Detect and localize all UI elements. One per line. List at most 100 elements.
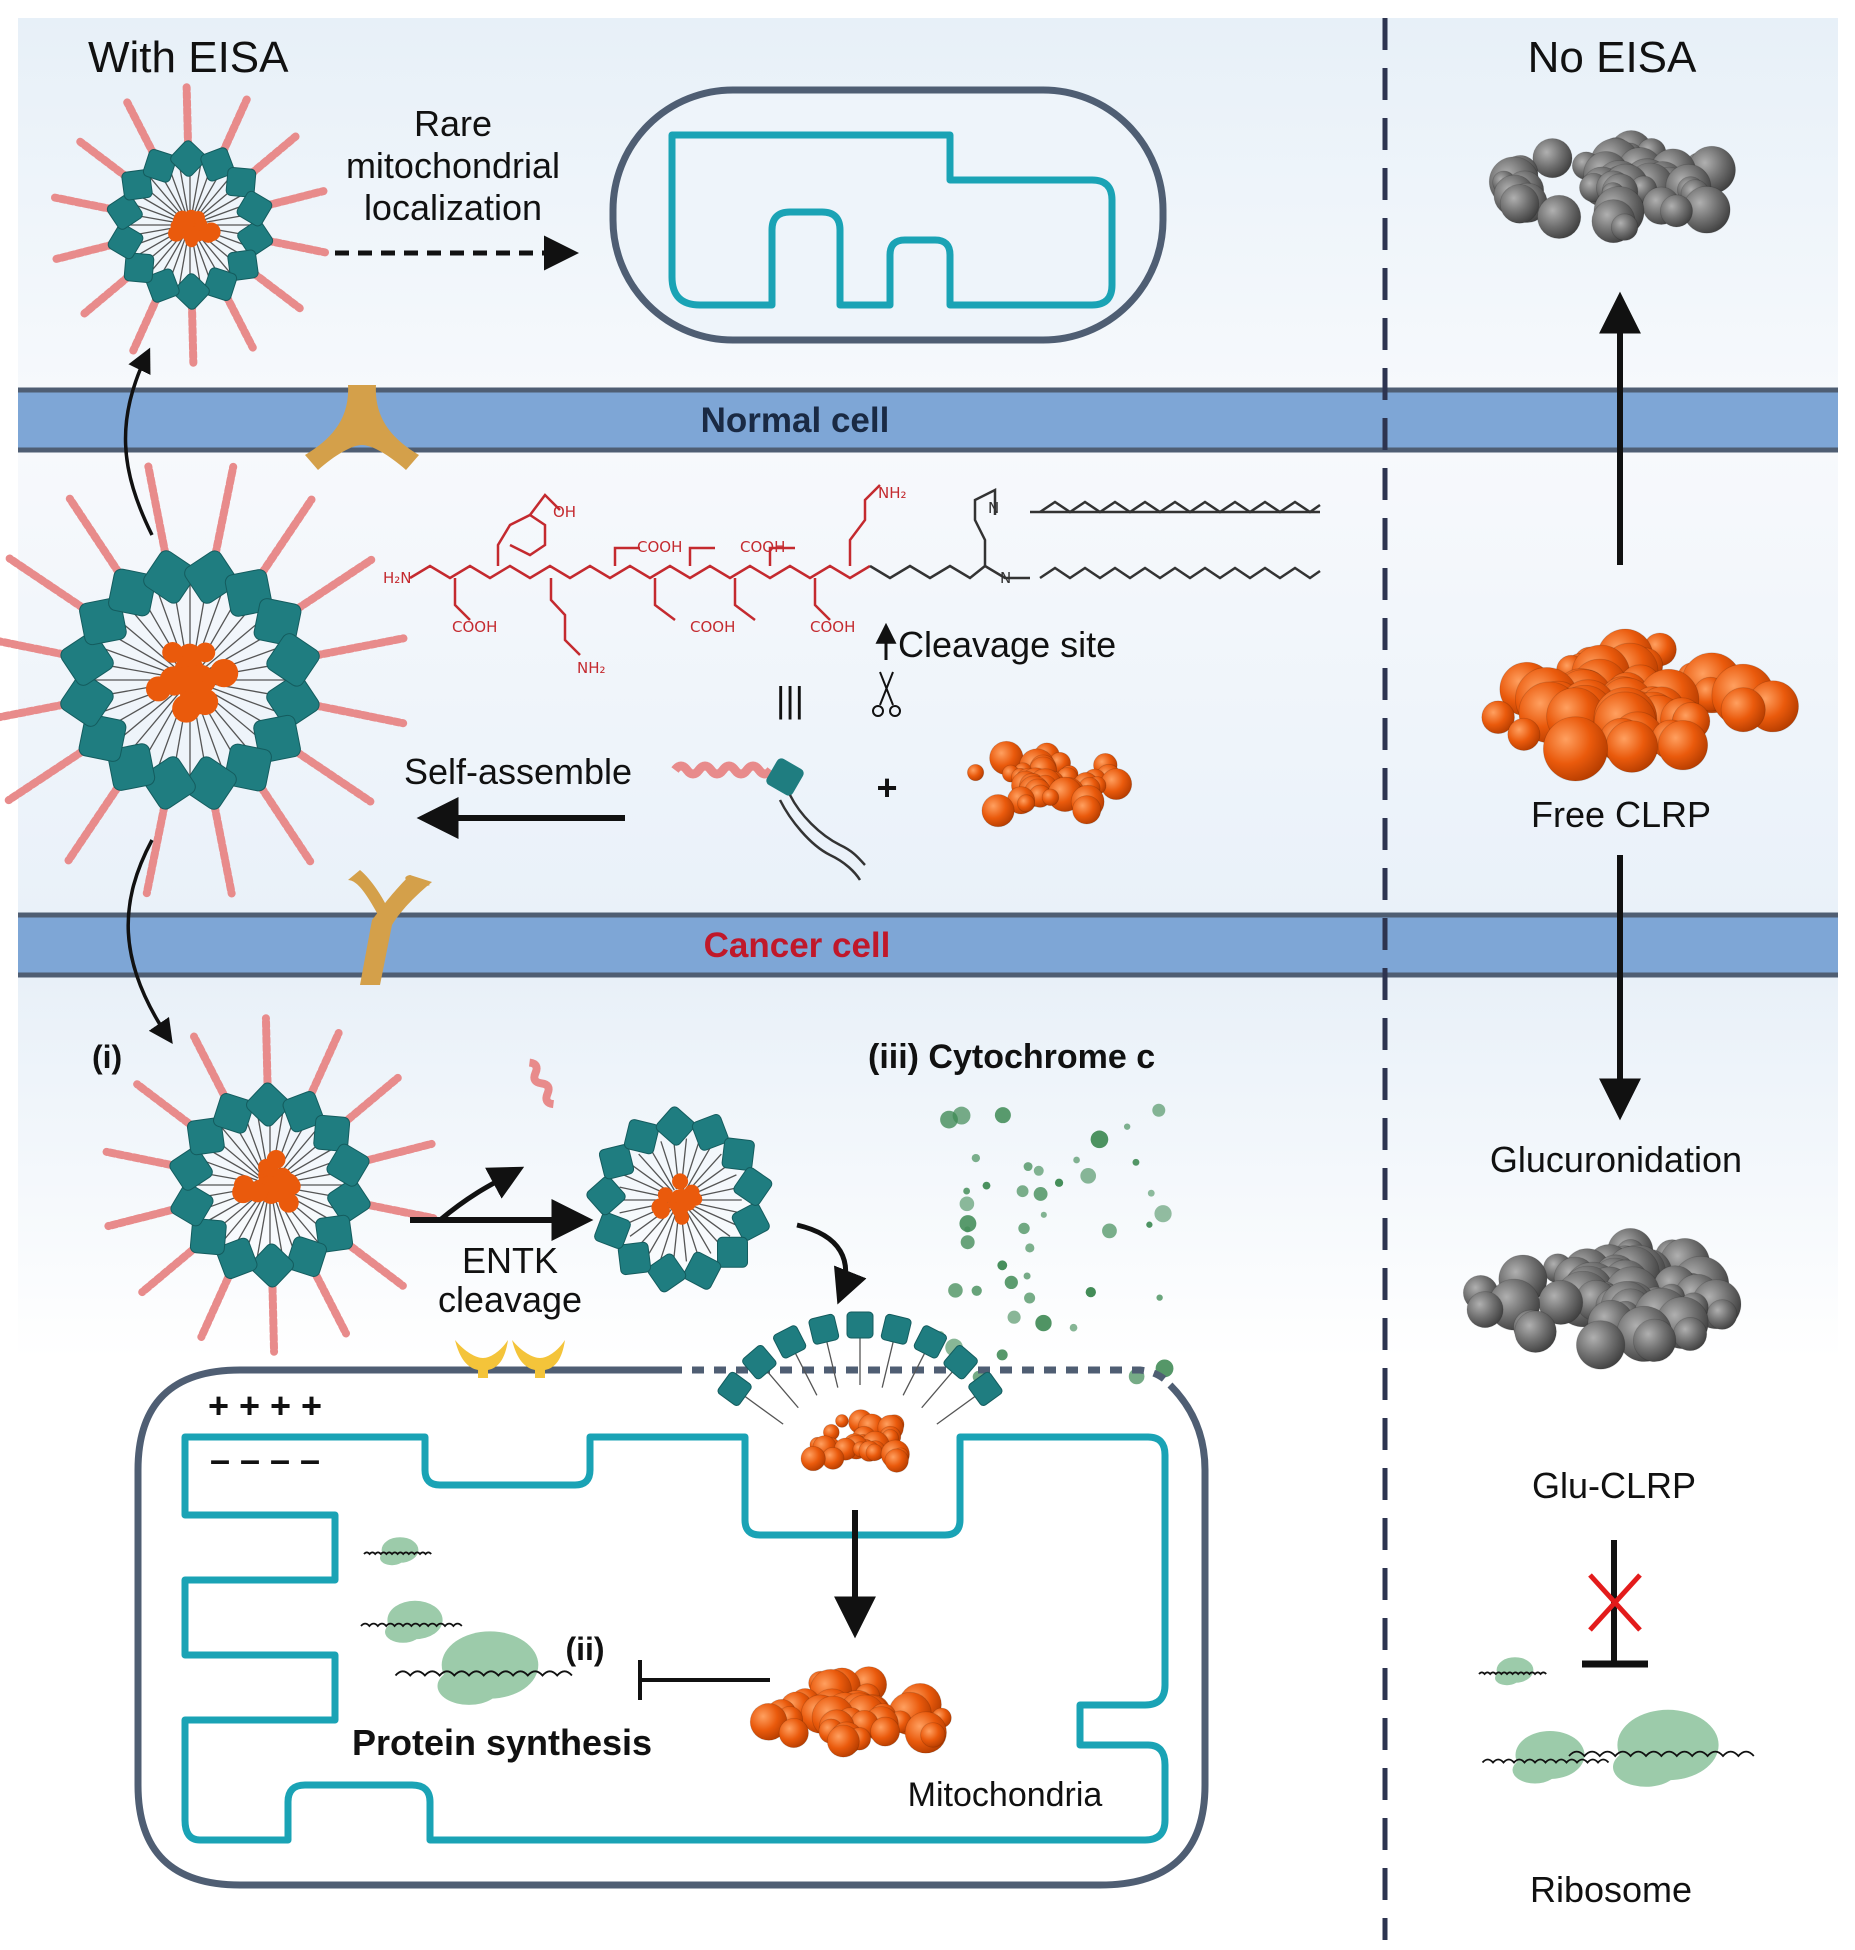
micelle-head [183, 756, 237, 810]
micelle-head [186, 1117, 225, 1156]
free-clrp-label: Free CLRP [1531, 794, 1711, 835]
chem-cooh-2: COOH [740, 538, 785, 556]
lipid-tail [256, 1198, 269, 1259]
drug-atom [1610, 213, 1639, 241]
ribosome-group-left [360, 1537, 573, 1705]
chem-n-upper: N [988, 499, 999, 517]
lipid-tail [271, 1198, 284, 1259]
glu-clrp-label: Glu-CLRP [1532, 1465, 1696, 1506]
cytochrome-c-dot [1132, 1158, 1140, 1166]
cancer-cell-label: Cancer cell [704, 926, 891, 965]
micelle-head [106, 193, 143, 230]
cytochrome-c-dot [1040, 1211, 1047, 1218]
micelle-head [225, 167, 257, 198]
drug-atom [884, 1448, 909, 1473]
glu-clrp-icon [1462, 1227, 1742, 1370]
chem-cooh-3: COOH [452, 618, 497, 636]
peptide-release-arrow [438, 1166, 525, 1222]
micelle-head [212, 1093, 254, 1134]
cytochrome-c-dot [1033, 1187, 1048, 1201]
lipid-tail [281, 1147, 336, 1179]
core-drug-atom [278, 1192, 299, 1213]
drug-atom [1499, 184, 1540, 224]
protein-synthesis-label: Protein synthesis [352, 1722, 652, 1763]
core-drug-atom [195, 642, 216, 663]
chem-cooh-4: COOH [690, 618, 735, 636]
rare-label-line2: mitochondrial [346, 145, 560, 186]
cytochrome-c-dot [1018, 1222, 1030, 1235]
drug-atom [835, 1414, 849, 1428]
micelle-head [773, 1325, 807, 1359]
lipid-tail [149, 177, 184, 217]
lipid-tail [206, 685, 282, 714]
cytochrome-c-dot [971, 1153, 981, 1163]
core-drug-atom [209, 658, 239, 688]
cytochrome-c-dot [1023, 1162, 1033, 1172]
drug-atom [1542, 716, 1609, 782]
ribosome-icon [1512, 1756, 1558, 1784]
mrna-strand [1568, 1750, 1755, 1758]
micelle-head [943, 1344, 978, 1380]
cytochrome-c-dot [1080, 1168, 1097, 1184]
cytochrome-c-dot [1085, 1286, 1096, 1298]
micelle-head [623, 1119, 660, 1155]
cytochrome-c-dot [982, 1181, 991, 1190]
drug-atom [1605, 720, 1659, 773]
micelle-head [237, 220, 274, 257]
lipid-tail [690, 1204, 737, 1226]
peptide-lipid-structure: OH NH₂ H₂N NH₂ COOH COOH COOH COOH COOH … [383, 484, 1321, 677]
drug-cluster-icon [1481, 628, 1799, 782]
mrna-strand [363, 1551, 432, 1556]
ribosome-label: Ribosome [1530, 1869, 1692, 1910]
drug-atom [1041, 788, 1060, 807]
drug-atom [870, 1716, 901, 1747]
lipid-tail [648, 1209, 675, 1254]
cytochrome-c-dot [994, 1107, 1011, 1124]
micelle-head [313, 1114, 351, 1152]
mitochondria-label: Mitochondria [908, 1776, 1103, 1814]
ribosome-icon [1613, 1747, 1679, 1787]
self-assemble-label: Self-assemble [404, 751, 632, 792]
micelle-head [913, 1325, 947, 1359]
micelle-head [733, 1167, 773, 1206]
micelle-head [170, 140, 207, 177]
charges-minus: – – – – [210, 1439, 320, 1480]
micelle-head [617, 1241, 652, 1276]
cytochrome-c-dot [1073, 1156, 1080, 1164]
cytochrome-c-dot [1069, 1323, 1078, 1332]
micelle-head [107, 223, 144, 260]
drug-cluster-icon [966, 740, 1133, 828]
glu-clrp-icon [1488, 130, 1736, 244]
lipid-tail [221, 1195, 262, 1243]
drug-atom [865, 1443, 884, 1462]
micelle-head [143, 550, 197, 604]
cytochrome-c-dot [1007, 1310, 1021, 1324]
lipid-tail [685, 1146, 712, 1191]
micelle-head [655, 1106, 695, 1146]
lipid-tail [178, 164, 189, 214]
lipid-tail [688, 1206, 731, 1237]
cancer-cell-membrane [18, 912, 1838, 978]
drug-atom [1507, 717, 1541, 751]
cytochrome-c-dot [1090, 1130, 1109, 1149]
core-drug-atom [191, 688, 219, 716]
core-drug-atom [277, 1173, 299, 1195]
micelle-icon [50, 83, 330, 367]
drug-atom [1016, 794, 1036, 813]
mrna-strand [394, 1670, 573, 1677]
lipid-tail [114, 691, 177, 744]
core-drug-atom [653, 1202, 670, 1219]
chem-cooh-1: COOH [637, 538, 682, 556]
cytochrome-c-dot [1054, 1178, 1064, 1187]
core-drug-atom [168, 225, 185, 242]
drug-atom [1576, 1320, 1626, 1370]
lipid-tail [685, 1209, 712, 1254]
drug-atom [920, 1722, 946, 1748]
micelle-head [123, 252, 155, 283]
micelle-head [173, 273, 210, 310]
lipid-tail [278, 1127, 319, 1175]
cytochrome-c-dot [959, 1215, 977, 1233]
cytochrome-c-dot [960, 1235, 975, 1250]
mrna-strand [360, 1622, 463, 1628]
